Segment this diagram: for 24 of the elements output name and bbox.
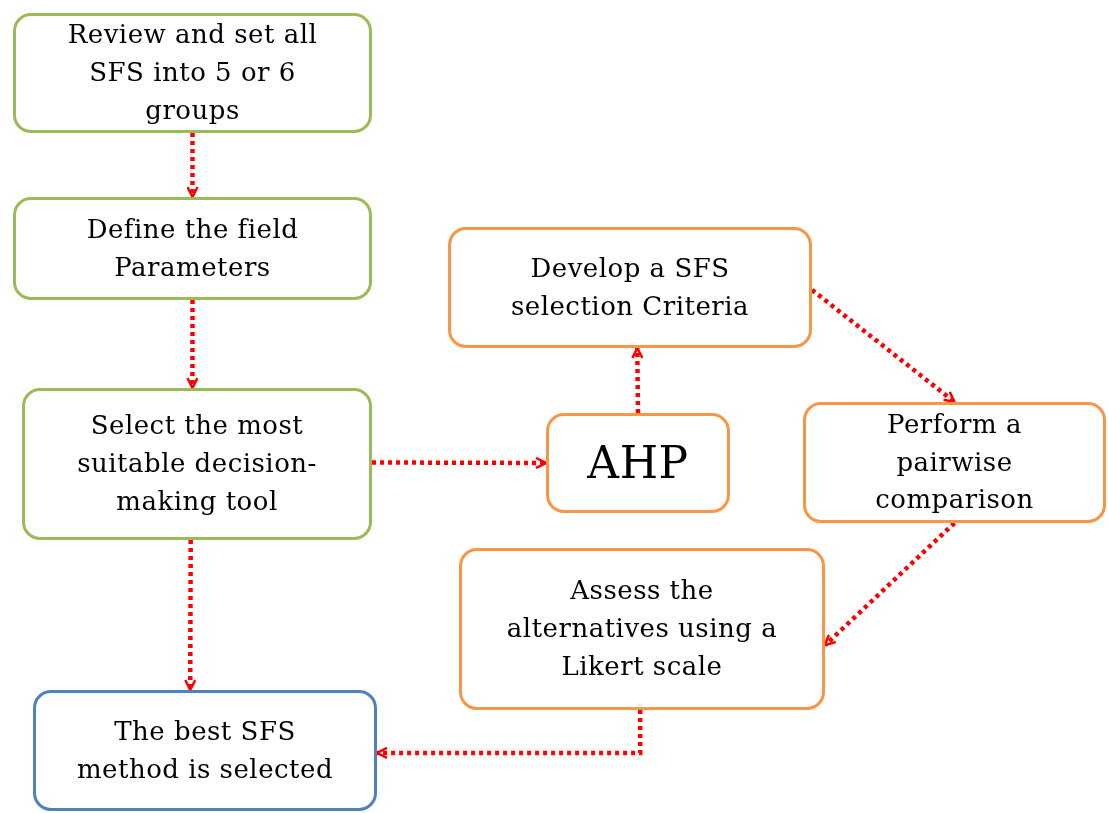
box-label: Select the most suitable decision-making tool bbox=[76, 409, 318, 518]
process-box bbox=[448, 227, 812, 348]
box-label: Perform a pairwise comparison bbox=[874, 407, 1035, 517]
box-label: Review and set all SFS into 5 or 6 groups bbox=[66, 18, 319, 127]
process-box bbox=[13, 13, 372, 133]
box-label: Develop a SFS selection Criteria bbox=[509, 251, 751, 323]
box-label: Define the field Parameters bbox=[85, 212, 300, 284]
arrow bbox=[184, 540, 197, 692]
box-label: AHP bbox=[587, 436, 689, 491]
box-label: Assess the alternatives using a Likert scale bbox=[505, 574, 779, 683]
arrow bbox=[372, 456, 548, 470]
arrow bbox=[810, 288, 956, 404]
process-box bbox=[803, 402, 1106, 523]
process-box bbox=[22, 388, 372, 540]
arrow bbox=[823, 521, 957, 647]
process-box bbox=[459, 548, 825, 710]
arrow bbox=[631, 346, 644, 414]
box-label: The best SFS method is selected bbox=[75, 714, 335, 786]
process-box bbox=[13, 197, 372, 300]
process-box bbox=[33, 690, 377, 811]
arrow bbox=[186, 133, 199, 199]
arrow bbox=[186, 300, 199, 390]
process-box bbox=[546, 413, 730, 513]
arrow bbox=[375, 710, 643, 760]
